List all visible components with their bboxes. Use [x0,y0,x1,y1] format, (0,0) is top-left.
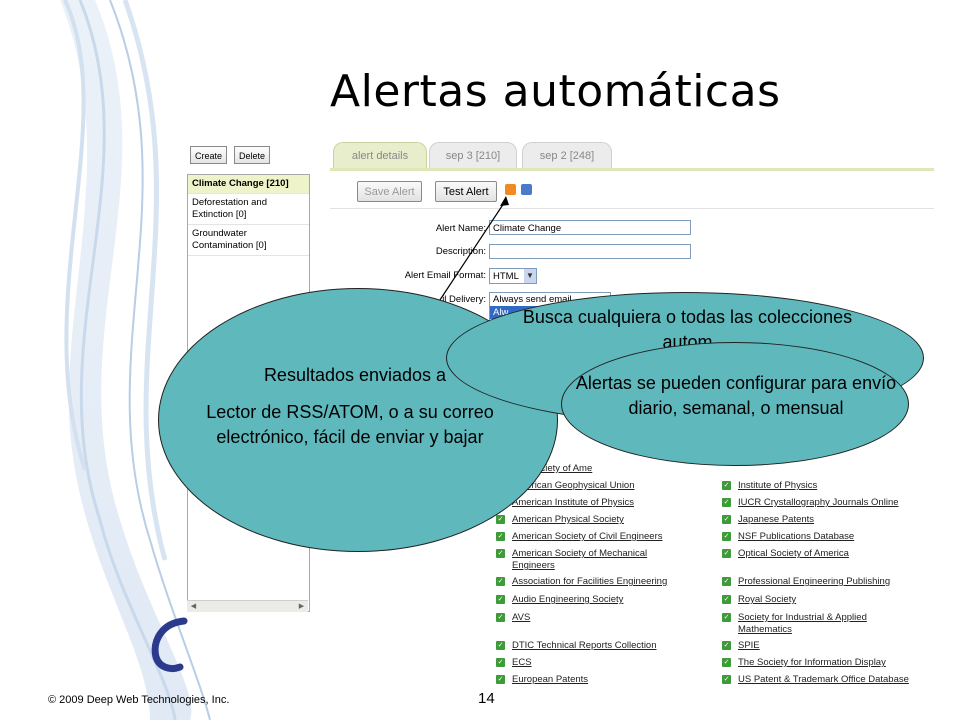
checkbox-icon[interactable]: ✓ [496,532,505,541]
collection-link[interactable]: Association for Facilities Engineering [512,576,668,587]
collection-link[interactable]: Professional Engineering Publishing [738,576,891,587]
checkbox-icon[interactable]: ✓ [496,675,505,684]
checkbox-icon[interactable]: ✓ [722,613,731,622]
scroll-right-icon[interactable]: ▶ [298,603,305,610]
collection-link[interactable]: SPIE [738,640,760,651]
checkbox-icon[interactable]: ✓ [496,613,505,622]
collection-link[interactable]: US Patent & Trademark Office Database [738,674,909,685]
collection-link[interactable]: American Society of Civil Engineers [512,531,663,542]
collection-link[interactable]: The Society for Information Display [738,657,886,668]
checkbox-icon[interactable]: ✓ [722,481,731,490]
collection-link[interactable]: American Geophysical Union [512,480,635,491]
tab-underline [330,168,934,171]
checkbox-icon[interactable]: ✓ [496,595,505,604]
callout-text-schedule: Alertas se pueden configurar para envío … [575,373,897,418]
checkbox-icon[interactable]: ✓ [496,577,505,586]
description-label: Description: [435,246,486,257]
alert-item-groundwater[interactable]: Groundwater Contamination [0] [188,225,309,256]
collection-link[interactable]: European Patents [512,674,589,685]
collection-link[interactable]: NSF Publications Database [738,531,855,542]
collection-link[interactable]: Society for Industrial & Applied [738,612,867,623]
collection-link[interactable]: American Physical Society [512,514,624,525]
atom-feed-icon[interactable] [521,184,532,195]
checkbox-icon[interactable]: ✓ [496,549,505,558]
collection-link[interactable]: ECS [512,657,532,668]
alert-item-climate-change[interactable]: Climate Change [210] [188,175,309,194]
callout-bubble-schedule [561,342,909,466]
create-button[interactable]: Create [190,146,227,164]
checkbox-icon[interactable]: ✓ [722,515,731,524]
checkbox-icon[interactable]: ✓ [722,532,731,541]
delivery-option[interactable]: Always send email [493,294,572,305]
toolbar-divider [330,208,934,209]
description-input[interactable] [489,244,691,259]
collection-link-cont[interactable]: Engineers [512,560,555,571]
email-format-select[interactable]: HTML ▼ [489,268,537,284]
collection-link[interactable]: Optical Society of America [738,548,849,559]
callout-text-rss-line1: Resultados enviados a [263,365,447,385]
scroll-left-icon[interactable]: ◀ [190,603,197,610]
checkbox-icon[interactable]: ✓ [722,549,731,558]
logo-swirl-icon [151,617,188,673]
tab-alert-details[interactable]: alert details [333,142,427,169]
collection-link[interactable]: DTIC Technical Reports Collection [512,640,657,651]
rss-feed-icon[interactable] [505,184,516,195]
checkbox-icon[interactable]: ✓ [722,658,731,667]
chevron-down-icon[interactable]: ▼ [524,269,536,283]
collection-link[interactable]: AVS [512,612,531,623]
alert-item-deforestation[interactable]: Deforestation and Extinction [0] [188,194,309,225]
checkbox-icon[interactable]: ✓ [722,675,731,684]
collection-link-cont[interactable]: Mathematics [738,624,792,635]
callout-bubble-rss [158,288,558,552]
tab-sep-2[interactable]: sep 2 [248] [522,142,612,169]
collection-link[interactable]: Royal Society [738,594,797,605]
slide-title: Alertas automáticas [330,66,781,117]
checkbox-icon[interactable]: ✓ [496,658,505,667]
collection-link[interactable]: Audio Engineering Society [512,594,624,605]
checkbox-icon[interactable]: ✓ [496,641,505,650]
collection-link[interactable]: American Institute of Physics [512,497,634,508]
alert-list-scrollbar[interactable]: ◀ ▶ [187,600,308,612]
alert-name-label: Alert Name: [435,223,486,234]
checkbox-icon[interactable]: ✓ [722,595,731,604]
alert-name-input[interactable]: Climate Change [489,220,691,235]
page-number: 14 [478,690,495,707]
checkbox-icon[interactable]: ✓ [496,515,505,524]
checkbox-icon[interactable]: ✓ [722,577,731,586]
email-format-value: HTML [493,271,519,282]
callout-text-rss-line2: Lector de RSS/ATOM, o a su correo electr… [206,402,494,447]
collection-link[interactable]: Institute of Physics [738,480,818,491]
copyright-text: © 2009 Deep Web Technologies, Inc. [48,694,230,706]
delete-button[interactable]: Delete [234,146,270,164]
checkbox-icon[interactable]: ✓ [722,641,731,650]
collection-link[interactable]: American Society of Mechanical [512,548,648,559]
save-alert-button[interactable]: Save Alert [357,181,422,202]
tab-sep-3[interactable]: sep 3 [210] [429,142,517,169]
test-alert-button[interactable]: Test Alert [435,181,497,202]
collection-link[interactable]: ical Society of Ame [512,463,593,474]
checkbox-icon[interactable]: ✓ [722,498,731,507]
collection-link[interactable]: IUCR Crystallography Journals Online [738,497,899,508]
collection-link[interactable]: Japanese Patents [738,514,815,525]
email-format-label: Alert Email Format: [404,270,486,281]
